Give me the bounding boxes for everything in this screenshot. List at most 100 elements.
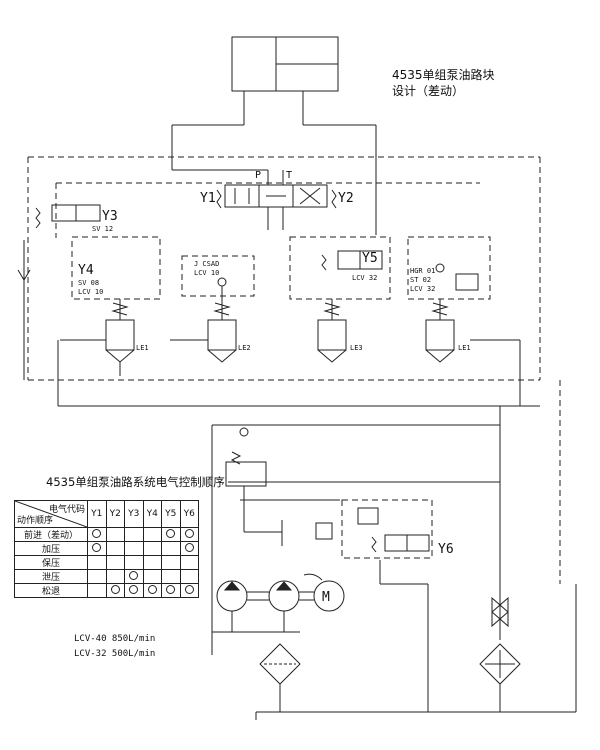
cartridge-block-4 (407, 236, 491, 363)
mark-cell (179, 555, 199, 570)
mark-cell (124, 583, 144, 598)
flow-note-1: LCV-40 850L/min (74, 634, 156, 644)
mark-cell (179, 569, 199, 584)
block4-code2: ST 02 (410, 276, 431, 284)
y5-code: LCV 32 (352, 274, 377, 282)
row-label: 泄压 (14, 569, 88, 584)
block4-code1: HGR 01 (410, 267, 435, 275)
sequence-row: 保压 (14, 555, 199, 570)
column-header: Y6 (179, 500, 199, 528)
active-mark (166, 584, 176, 594)
mark-cell (87, 555, 107, 570)
active-mark (184, 528, 194, 538)
mark-cell (124, 541, 144, 556)
valve-y3 (17, 204, 101, 380)
le4-label: LE1 (458, 344, 471, 352)
mark-cell (161, 541, 181, 556)
mark-cell (142, 555, 162, 570)
mark-cell (105, 555, 125, 570)
filter-1 (259, 643, 301, 712)
mark-cell (142, 527, 162, 542)
tank-line (255, 380, 577, 720)
column-header: Y2 (105, 500, 125, 528)
flow-note-2: LCV-32 500L/min (74, 649, 156, 659)
y4-code1: SV 08 (78, 279, 99, 287)
active-mark (184, 542, 194, 552)
directional-valve-y1-y2 (172, 169, 337, 230)
mark-cell (161, 527, 181, 542)
active-mark (166, 528, 176, 538)
le1-label: LE1 (136, 344, 149, 352)
mark-cell (142, 569, 162, 584)
y1-label: Y1 (200, 191, 216, 206)
le2-label: LE2 (238, 344, 251, 352)
cartridge-block-2 (170, 255, 255, 363)
mark-cell (87, 541, 107, 556)
mark-cell (124, 527, 144, 542)
ball-valve (491, 596, 509, 628)
mark-cell (179, 541, 199, 556)
mark-cell (179, 583, 199, 598)
cartridge-block-3 (289, 236, 391, 363)
header-cell: 电气代码 动作顺序 (14, 500, 88, 528)
mark-cell (105, 541, 125, 556)
active-mark (129, 584, 139, 594)
active-mark (184, 584, 194, 594)
relief-valve (225, 427, 333, 546)
motor-label: M (322, 590, 330, 605)
y4-code2: LCV 10 (78, 288, 103, 296)
block4-code3: LCV 32 (410, 285, 435, 293)
row-label: 加压 (14, 541, 88, 556)
main-lines (57, 339, 540, 655)
cartridge-block-1 (60, 236, 161, 376)
block2-code1: J CSAD (194, 260, 219, 268)
y3-code: SV 12 (92, 225, 113, 233)
mark-cell (179, 527, 199, 542)
mark-cell (105, 527, 125, 542)
sequence-row: 泄压 (14, 569, 199, 584)
active-mark (129, 570, 139, 580)
sequence-row: 前进（差动） (14, 527, 199, 542)
hydraulic-cylinder (171, 36, 377, 235)
pump-group (212, 573, 345, 633)
mark-cell (161, 583, 181, 598)
t-port-label: T (286, 170, 292, 181)
mark-cell (105, 569, 125, 584)
mark-cell (87, 527, 107, 542)
y6-label: Y6 (438, 542, 454, 557)
mark-cell (124, 569, 144, 584)
le3-label: LE3 (350, 344, 363, 352)
mark-cell (161, 569, 181, 584)
row-label: 保压 (14, 555, 88, 570)
sequence-table-title: 4535单组泵油路系统电气控制顺序 (46, 475, 225, 489)
sequence-table: 电气代码 动作顺序 Y1 Y2 Y3 Y4 Y5 Y6 前进（差动）加压保压泄压… (14, 500, 199, 598)
y3-label: Y3 (102, 209, 118, 224)
mark-cell (142, 541, 162, 556)
p-port-label: P (255, 170, 261, 181)
mark-cell (87, 583, 107, 598)
row-label: 松退 (14, 583, 88, 598)
mark-cell (161, 555, 181, 570)
column-header: Y3 (124, 500, 144, 528)
sequence-row: 加压 (14, 541, 199, 556)
header-top: 电气代码 (48, 505, 85, 515)
filter-2 (479, 643, 521, 712)
diagram-title-line1: 4535单组泵油路块 (392, 68, 495, 82)
active-mark (147, 584, 157, 594)
mark-cell (124, 555, 144, 570)
active-mark (92, 528, 102, 538)
mark-cell (87, 569, 107, 584)
column-header: Y5 (161, 500, 181, 528)
y5-label: Y5 (362, 251, 378, 266)
sequence-row: 松退 (14, 583, 199, 598)
mark-cell (142, 583, 162, 598)
header-bottom: 动作顺序 (17, 516, 54, 526)
row-label: 前进（差动） (14, 527, 88, 542)
diagram-title-line2: 设计（差动） (392, 84, 465, 98)
active-mark (92, 542, 102, 552)
y4-label: Y4 (78, 263, 94, 278)
column-header: Y1 (87, 500, 107, 528)
active-mark (110, 584, 120, 594)
valve-y6-block (341, 499, 433, 712)
mark-cell (105, 583, 125, 598)
